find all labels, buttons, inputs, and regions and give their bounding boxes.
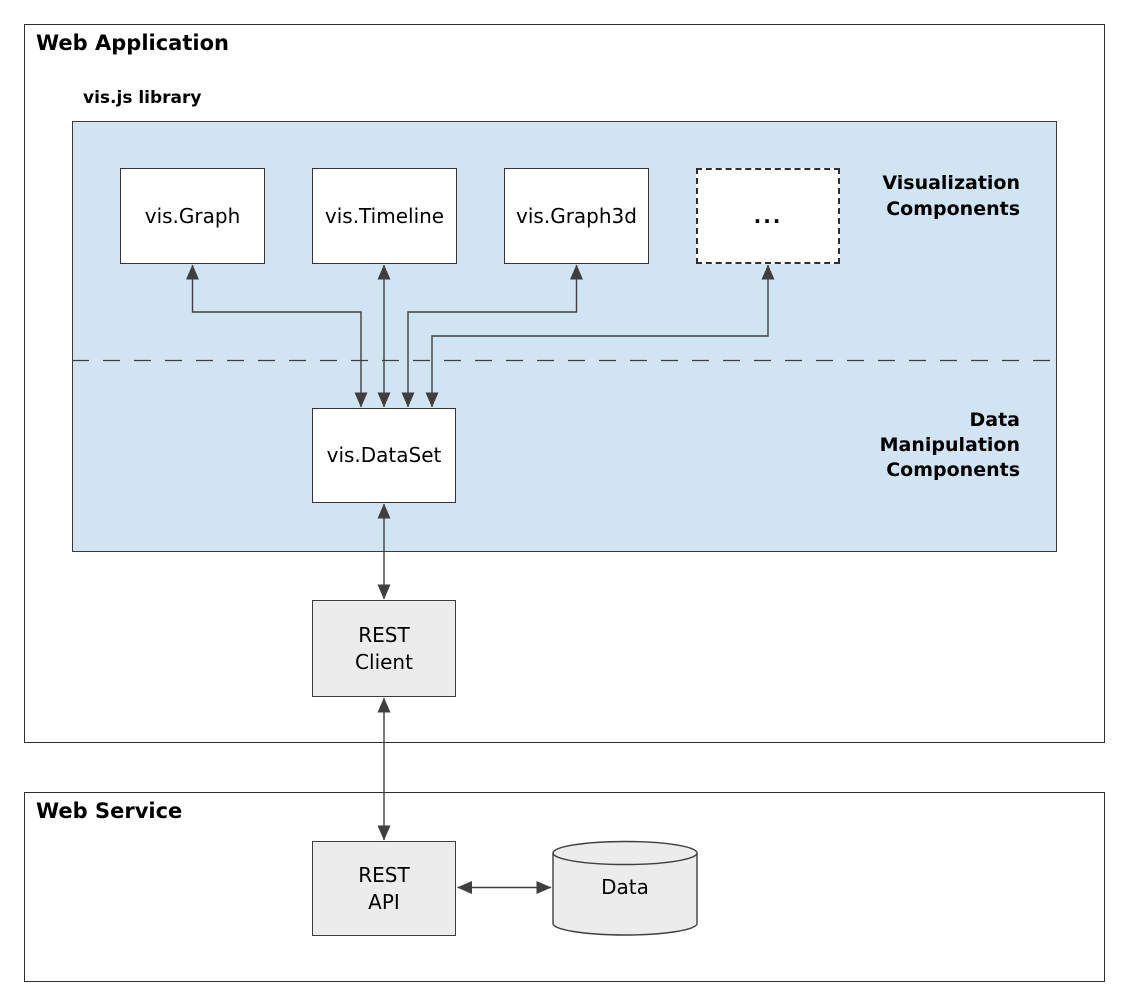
node-more-components: ... (696, 168, 840, 264)
node-vis-timeline-label: vis.Timeline (324, 203, 445, 228)
label-data-manipulation-components: Data Manipulation Components (879, 409, 1020, 481)
label-visualization-components: Visualization Components (882, 172, 1020, 220)
web-service-title: Web Service (36, 799, 183, 823)
vis-library-title: vis.js library (83, 88, 202, 108)
node-vis-graph3d: vis.Graph3d (504, 168, 649, 264)
node-vis-graph-label: vis.Graph (144, 203, 241, 228)
node-vis-graph3d-label: vis.Graph3d (516, 203, 637, 228)
node-vis-dataset: vis.DataSet (312, 408, 456, 503)
node-rest-client: REST Client (312, 600, 456, 697)
node-more-components-label: ... (753, 203, 783, 228)
node-vis-timeline: vis.Timeline (312, 168, 457, 264)
node-vis-graph: vis.Graph (120, 168, 265, 264)
node-rest-api: REST API (312, 841, 456, 936)
node-vis-dataset-label: vis.DataSet (326, 443, 442, 467)
node-data-store-label: Data (601, 875, 649, 899)
web-application-title: Web Application (36, 31, 229, 55)
